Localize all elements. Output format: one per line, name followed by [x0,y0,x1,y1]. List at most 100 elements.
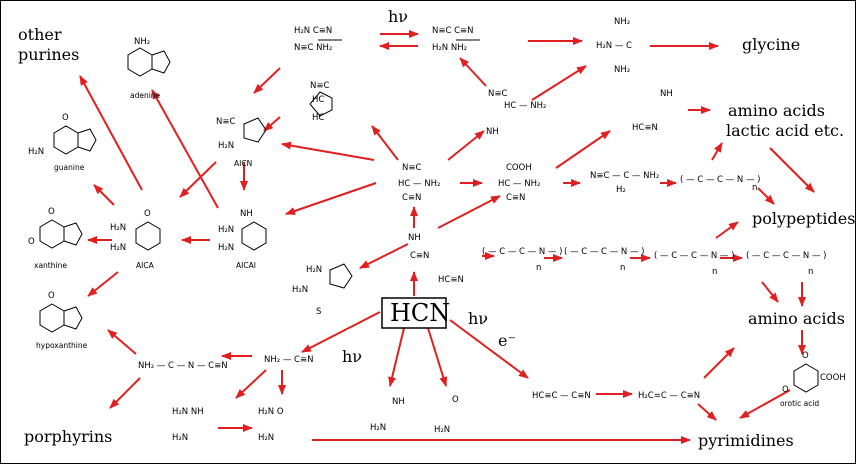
formula-poly-1: ( — C — C — N — ) [482,247,562,257]
hypoxanthine-structure: O [39,291,83,333]
label-hv-right: hν [468,309,488,328]
formula-cyanoacetylene: HC≡C — C≡N [532,391,591,401]
formula-guanidine-2: H₂N [172,433,188,443]
arrow-poly-to-amino-lactic [711,142,723,161]
svg-text:H₂N: H₂N [110,223,126,233]
formula-formamide-nh2: H₂N [434,425,450,435]
name-aica: AICA [136,261,155,270]
label-glycine: glycine [742,35,800,54]
arrow-acrylo-to-amino-acids [703,347,735,379]
formula-imine-right-2: HC≡N [632,123,658,133]
aicai-structure: NH H₂N H₂N [218,209,267,253]
svg-text:H₂N: H₂N [28,147,44,157]
arrow-hcn-to-formamide [427,327,448,387]
formula-formamidine-nh2: H₂N [370,423,386,433]
formula-aminomalonic-1: COOH [506,163,532,173]
formula-acrylonitrile: H₂C=C — C≡N [638,391,700,401]
arrow-aica-to-hypoxanthine [87,271,119,297]
label-amino-acids-line1: amino acids [728,101,825,120]
formula-amide-2: H₂N — C [596,41,632,51]
arrow-hcn-to-aminoacetonitrile [301,311,381,353]
formula-hcn-small: HC≡N [438,275,464,285]
svg-text:O: O [802,351,809,361]
formula-poly-top: ( — C — C — N — ) [680,175,760,185]
formula-imine-low-2: C≡N [410,251,429,261]
formula-guanidine-1: H₂N NH [172,407,204,417]
formula-amide-3: NH₂ [614,65,630,75]
arrow-acrylo-to-pyrimidines [697,403,717,421]
arrow-aminomalonic-to-imine2 [555,130,611,169]
formula-amide-1: NH₂ [614,17,630,27]
formula-aminomalonic-3: C≡N [506,193,525,203]
svg-text:NH₂: NH₂ [134,37,150,47]
label-polypeptides: polypeptides [752,209,855,228]
formula-urea-2: H₂N [258,433,274,443]
svg-text:S: S [316,307,321,317]
formula-formamide-o: O [452,395,459,405]
arrow-cyanamide-to-porphyrins [109,377,141,409]
formula-poly-2: ( — C — C — N — ) [564,247,644,257]
formula-glyn-h2: H₂ [616,185,626,195]
svg-text:H₂N: H₂N [218,141,234,151]
svg-text:O: O [48,291,55,301]
formula-aminoacetonitrile: NH₂ — C≡N [264,355,313,365]
imidazole-small-structure: N≡C HC HC [309,81,333,123]
svg-text:H₂N: H₂N [110,243,126,253]
arrows [79,30,815,444]
hcn-box: HCN [381,297,450,329]
label-hv-top: hν [388,7,408,26]
name-guanine: guanine [54,163,85,172]
formula-dam-trans-1: N≡C C≡N [432,26,474,36]
arrow-orotic-to-pyrimidines [739,389,791,419]
label-other-purines-line2: purines [18,45,79,64]
formula-imine-right-1: NH [660,89,673,99]
formula-trimer-1: N≡C [402,163,421,173]
aicn-structure: N≡C H₂N [216,117,267,151]
arrow-aicai-to-adenine [151,89,219,209]
svg-text:HC: HC [312,113,324,123]
formula-poly-4: ( — C — C — N — ) [746,251,826,261]
label-hv-mid: hν [342,347,362,366]
arrow-amino-lactic-to-polypeptides [769,147,815,193]
label-other-purines-line1: other [18,25,62,44]
arrow-hcn-to-cyanoacetylene [449,319,529,379]
formula-glyn: N≡C — C — NH₂ [590,171,659,181]
arrow-imine-to-amide [531,65,587,101]
svg-text:N≡C: N≡C [310,81,329,91]
label-lactic-acid-line2: lactic acid etc. [726,121,844,140]
aminoimidazole-amide-structure: H₂N H₂N S [292,263,353,317]
formula-urea-1: H₂N O [258,407,284,417]
formula-dam-cis-2: N≡C NH₂ [294,43,332,53]
svg-text:H₂N: H₂N [218,243,234,253]
svg-text:O: O [28,237,35,247]
formula-trimer-2: HC — NH₂ [398,179,440,189]
formula-imine-top-1: N≡C [488,89,507,99]
svg-text:O: O [62,113,69,123]
name-hypoxanthine: hypoxanthine [36,341,88,350]
arrow-poly-to-polypeptides [757,187,775,205]
svg-text:HC: HC [312,95,324,105]
arrow-aicn-to-aica [179,161,217,198]
orotic-acid-structure: O COOH O [782,351,846,395]
xanthine-structure: O O [28,207,83,249]
formula-dam-trans-2: H₂N NH₂ [432,43,467,53]
formula-imine-top-2: HC — NH₂ [504,101,546,111]
svg-text:H₂N: H₂N [292,285,308,295]
svg-text:O: O [144,209,151,219]
formula-imine-low-1: NH [408,233,421,243]
adenine-structure: NH₂ [127,37,171,77]
svg-text:O: O [48,207,55,217]
name-adenine: adenine [130,91,161,100]
arrow-imine-to-dam [459,57,487,87]
label-hcn: HCN [390,299,450,327]
label-pyrimidines: pyrimidines [698,431,794,450]
name-orotic-acid: orotic acid [780,399,819,408]
label-e-minus: e⁻ [498,331,516,350]
arrow-poly4-to-polypeptides [715,221,739,239]
formula-poly-1-n: n [536,263,541,273]
arrow-aminoimidazole-to-aicn [263,116,281,132]
arrow-imine-to-aminoimidazole-amide [359,243,409,269]
svg-text:O: O [782,385,789,395]
